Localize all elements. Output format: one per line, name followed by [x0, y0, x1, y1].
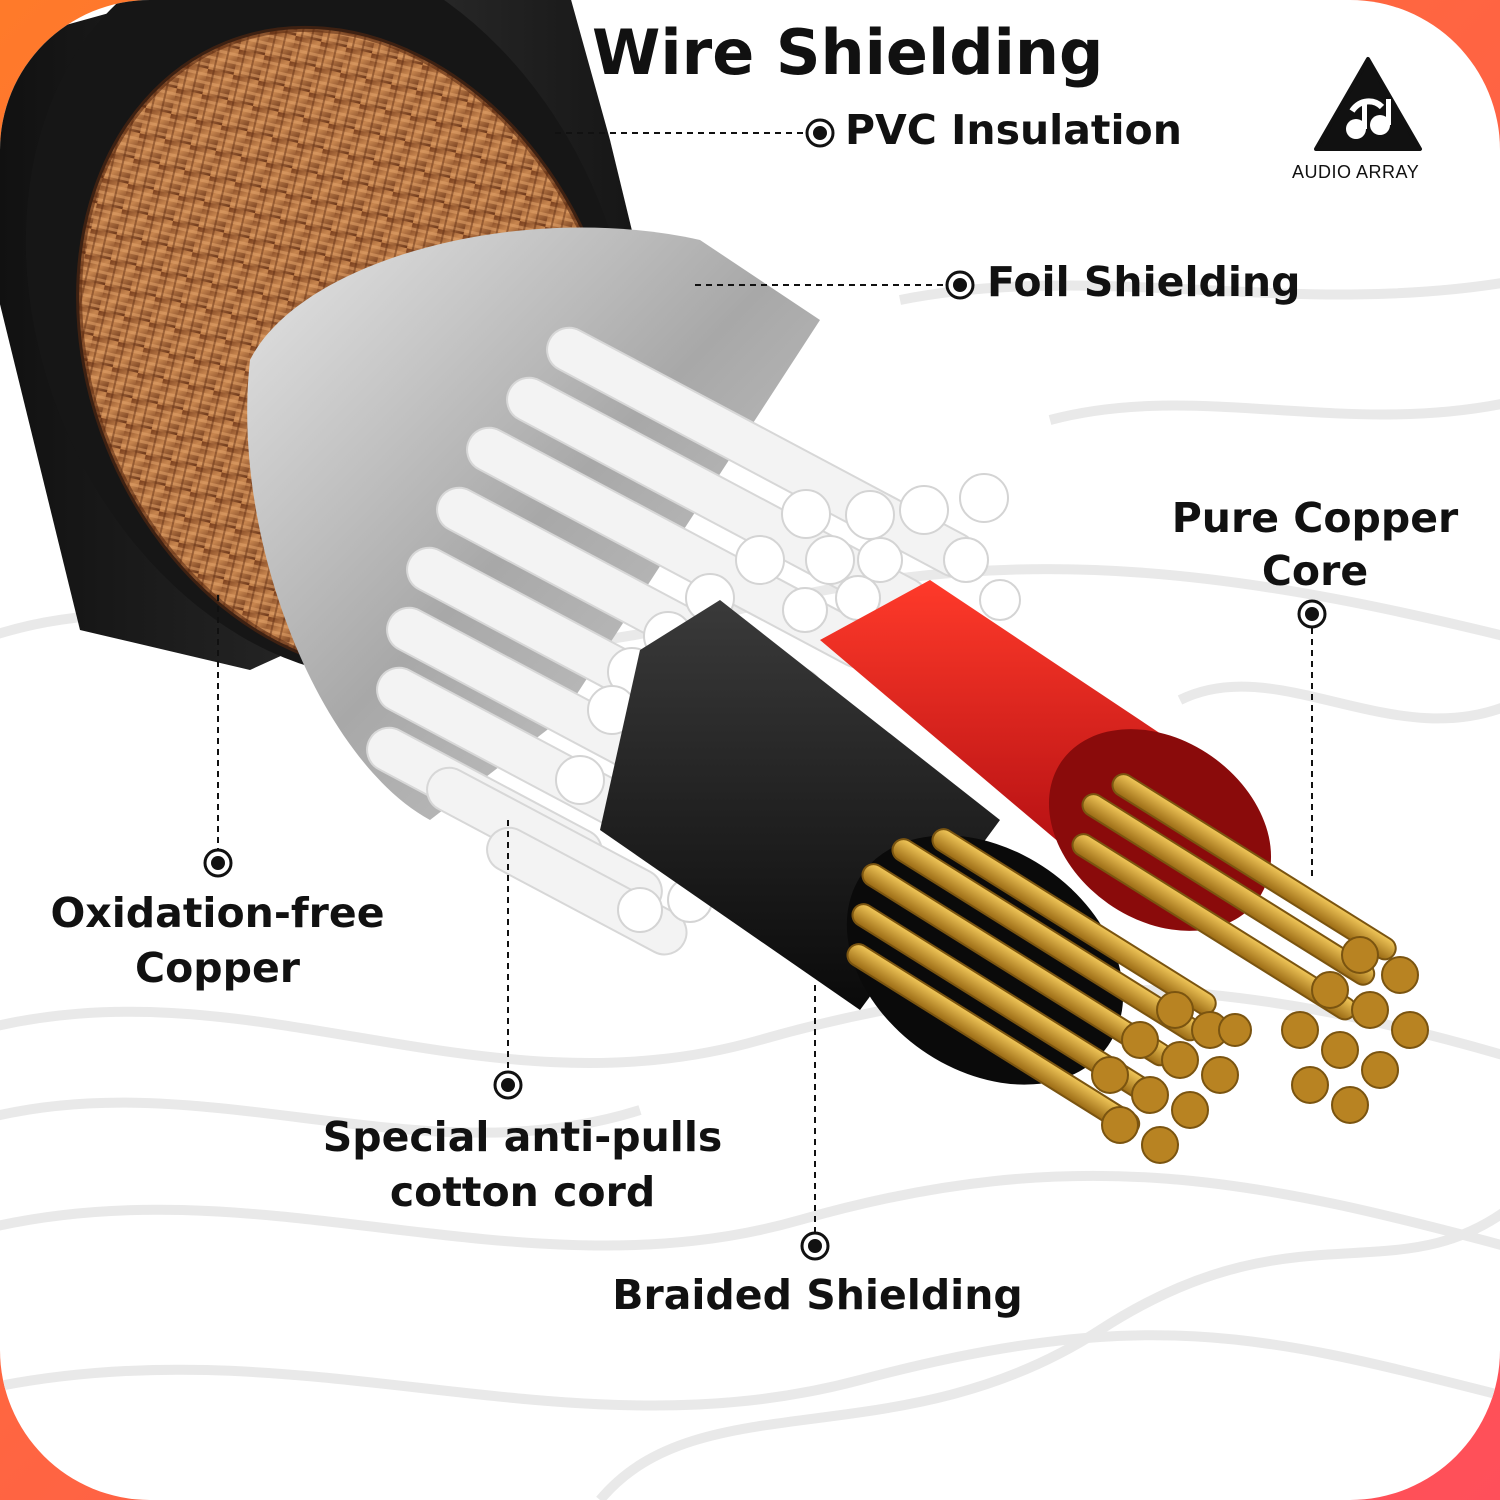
marker-foil: [945, 270, 975, 300]
label-oxidation-free-copper: Oxidation-free Copper: [50, 889, 385, 992]
marker-braid: [800, 1231, 830, 1261]
copper-strands-red: [1071, 773, 1429, 1124]
page-title: Wire Shielding: [592, 16, 1104, 89]
marker-core: [1297, 599, 1327, 629]
label-pure-copper-core: Pure Copper Core: [1171, 494, 1459, 596]
leader-lines: [217, 132, 1313, 1232]
marker-cotton: [493, 1070, 523, 1100]
label-braided-shielding: Braided Shielding: [612, 1271, 1023, 1319]
copper-strands-black: [846, 828, 1252, 1164]
marker-pvc: [805, 118, 835, 148]
marker-oxidation: [203, 848, 233, 878]
label-anti-pull-cord: Special anti-pulls cotton cord: [322, 1113, 723, 1216]
brand-name: AUDIO ARRAY: [1292, 162, 1420, 182]
callout-markers: [203, 118, 1327, 1261]
cotton-cord-bundle: [366, 326, 1021, 956]
label-foil-shielding: Foil Shielding: [987, 258, 1301, 306]
label-pvc-insulation: PVC Insulation: [845, 106, 1182, 154]
triangle-music-note-icon: [1314, 57, 1422, 151]
